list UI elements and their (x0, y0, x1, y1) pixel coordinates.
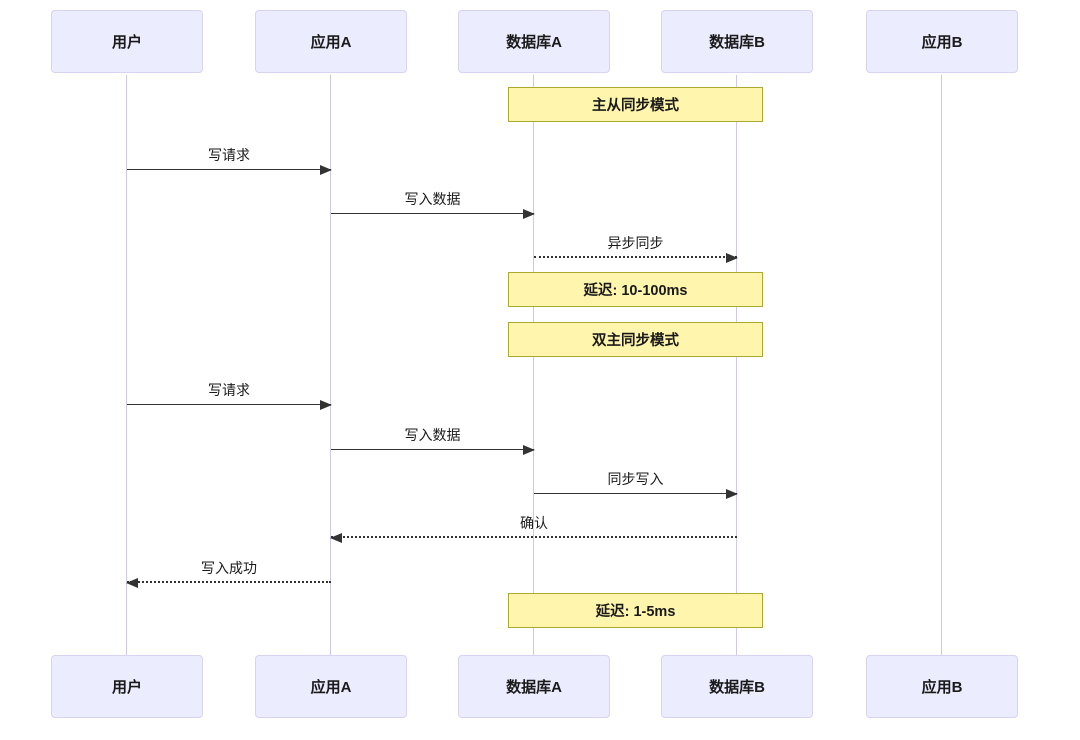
actor-database-a-bottom: 数据库A (458, 655, 610, 718)
note-delay-1-5ms: 延迟: 1-5ms (508, 593, 763, 628)
message-label: 同步写入 (607, 471, 664, 487)
message-label: 写入成功 (201, 560, 257, 576)
actor-database-b-bottom: 数据库B (661, 655, 813, 718)
arrowhead-right-icon (523, 208, 535, 219)
arrowhead-right-icon (320, 399, 332, 410)
arrowhead-right-icon (726, 488, 738, 499)
message-line (331, 449, 534, 450)
arrowhead-left-icon (126, 577, 138, 588)
message-write-request-2: 写请求 (127, 379, 332, 410)
message-label: 写请求 (208, 382, 250, 398)
message-line (127, 169, 331, 170)
lifeline-app-b (941, 75, 942, 655)
lifeline-database-a (533, 75, 534, 655)
message-line (127, 404, 331, 405)
note-delay-10-100ms: 延迟: 10-100ms (508, 272, 763, 307)
message-label: 异步同步 (607, 235, 664, 251)
lifeline-app-a (330, 75, 331, 655)
arrowhead-right-icon (726, 252, 738, 263)
actor-database-a-top: 数据库A (458, 10, 610, 73)
message-write-success: 写入成功 (126, 557, 331, 588)
arrowhead-right-icon (523, 444, 535, 455)
actor-database-b-top: 数据库B (661, 10, 813, 73)
actor-user-bottom: 用户 (51, 655, 203, 718)
note-master-slave-mode: 主从同步模式 (508, 87, 763, 122)
message-label: 写入数据 (404, 427, 461, 443)
actor-app-b-top: 应用B (866, 10, 1018, 73)
message-label: 确认 (520, 515, 548, 531)
message-async-sync: 异步同步 (534, 232, 738, 263)
message-label: 写请求 (208, 147, 250, 163)
actor-app-a-bottom: 应用A (255, 655, 407, 718)
lifeline-user (126, 75, 127, 655)
message-line (534, 493, 737, 494)
actor-app-a-top: 应用A (255, 10, 407, 73)
actor-app-b-bottom: 应用B (866, 655, 1018, 718)
note-dual-master-mode: 双主同步模式 (508, 322, 763, 357)
arrowhead-right-icon (320, 164, 332, 175)
message-write-data-2: 写入数据 (331, 424, 535, 455)
message-write-data-1: 写入数据 (331, 188, 535, 219)
message-line (534, 256, 737, 258)
message-line (127, 581, 331, 583)
message-sync-write: 同步写入 (534, 468, 738, 499)
message-line (331, 536, 737, 538)
lifeline-database-b (736, 75, 737, 655)
message-write-request-1: 写请求 (127, 144, 332, 175)
message-line (331, 213, 534, 214)
arrowhead-left-icon (330, 532, 342, 543)
message-label: 写入数据 (404, 191, 461, 207)
message-ack: 确认 (330, 512, 737, 543)
actor-user-top: 用户 (51, 10, 203, 73)
